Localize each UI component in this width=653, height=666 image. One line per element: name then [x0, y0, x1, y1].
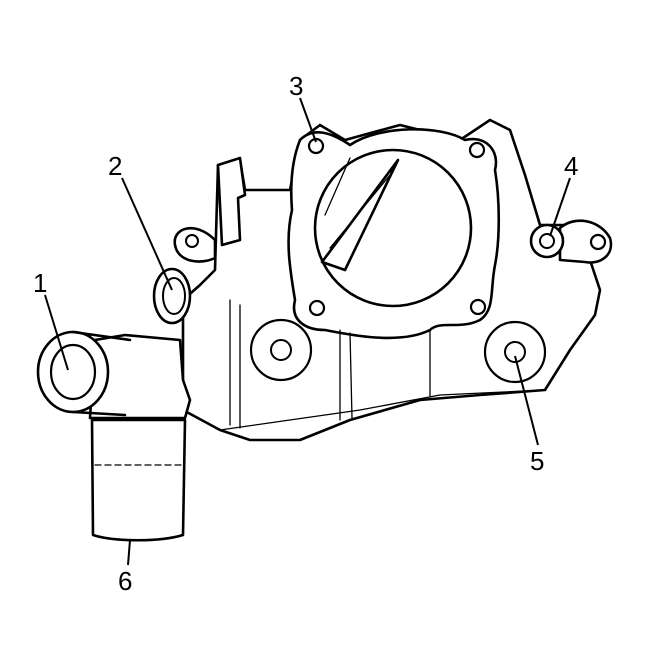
bolt-hole-bottom-right	[469, 298, 487, 316]
housing-shading	[219, 299, 546, 431]
port-1-inner	[49, 343, 97, 401]
right-mounting-tab	[558, 219, 613, 264]
pipe-1-side	[71, 330, 132, 417]
callout-6: 6	[118, 566, 132, 596]
right-tab-hole	[589, 233, 607, 251]
callout-5: 5	[530, 446, 544, 476]
leader-line-1	[44, 294, 69, 371]
stud-4-inner	[539, 233, 555, 249]
bolt-hole-top-left	[307, 137, 325, 155]
leader-lines	[44, 97, 571, 566]
coolant-pipe	[88, 333, 192, 420]
left-tab-hole	[185, 234, 199, 248]
port-2-inner	[162, 277, 186, 315]
boss-center-inner	[270, 339, 292, 361]
leader-line-2	[121, 177, 173, 291]
callout-2: 2	[108, 151, 122, 181]
callout-labels: 1 2 3 4 5 6	[33, 71, 578, 596]
throttle-bore	[313, 148, 473, 308]
leader-line-5	[514, 355, 539, 446]
bolt-hole-bottom-left	[308, 299, 326, 317]
bolt-hole-top-right	[468, 141, 486, 159]
housing-drawing	[36, 118, 613, 542]
callout-1: 1	[33, 268, 47, 298]
callout-3: 3	[289, 71, 303, 101]
pipe-6-body	[90, 418, 187, 542]
leader-line-4	[549, 177, 571, 237]
leader-line-6	[127, 539, 131, 566]
upper-bracket	[216, 156, 247, 247]
leader-line-3	[299, 97, 317, 143]
throttle-plate-edge	[324, 157, 391, 249]
callout-4: 4	[564, 151, 578, 181]
boss-5-inner	[504, 341, 526, 363]
